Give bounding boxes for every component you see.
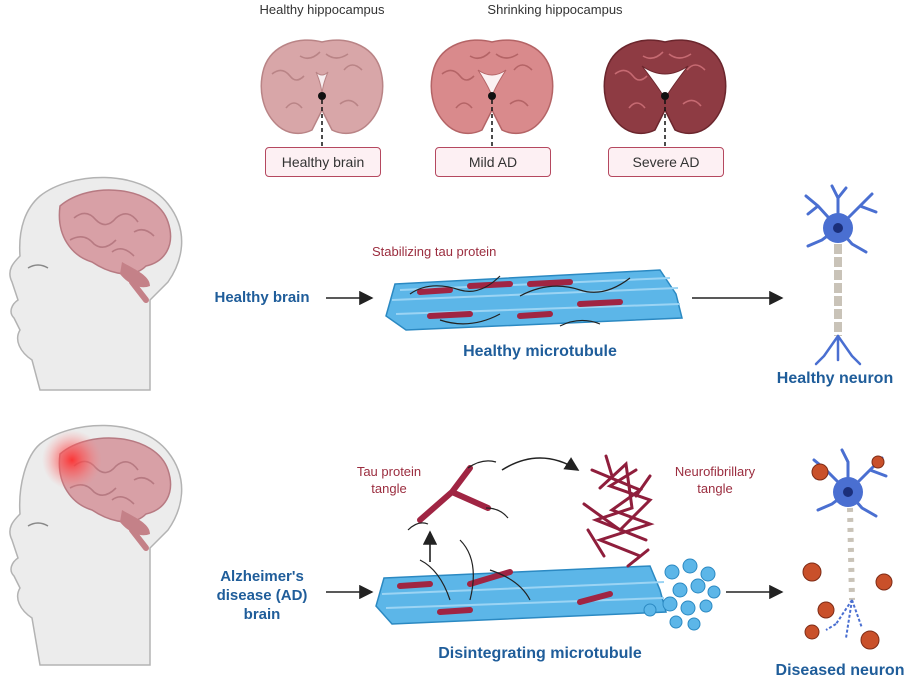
free-tubulin-dimers — [643, 558, 721, 631]
stage-box-mild-ad: Mild AD — [435, 147, 551, 177]
tau-tangle-label: Tau protein tangle — [344, 463, 434, 497]
tau-tangle-label-line-2: tangle — [371, 481, 407, 496]
nft-label: Neurofibrillary tangle — [660, 463, 770, 497]
ad-brain-label-line-3: brain — [243, 606, 281, 623]
disintegrating-microtubule — [375, 539, 667, 625]
healthy-microtubule — [385, 269, 683, 331]
diseased-neuron-label: Diseased neuron — [775, 662, 905, 679]
stage-connectors — [321, 100, 666, 146]
ad-brain-label-line-1: Alzheimer's — [220, 568, 304, 585]
ad-brain-label-line-2: disease (AD) — [216, 587, 308, 604]
nft-label-line-1: Neurofibrillary — [674, 464, 756, 479]
disintegrating-microtubule-label: Disintegrating microtubule — [438, 645, 642, 662]
brain-section-severe-ad — [603, 39, 727, 135]
amyloid-plaques — [802, 455, 893, 650]
brain-section-healthy — [260, 39, 384, 135]
head-profile-ad — [9, 424, 183, 666]
flow-arrows — [326, 290, 784, 600]
nft-label-line-2: tangle — [697, 481, 733, 496]
header-shrinking-hippocampus: Shrinking hippocampus — [487, 2, 623, 17]
neurofibrillary-tangle — [582, 454, 655, 568]
healthy-neuron — [804, 184, 878, 366]
healthy-brain-label: Healthy brain — [214, 289, 310, 306]
stage-box-severe-ad: Severe AD — [608, 147, 724, 177]
header-healthy-hippocampus: Healthy hippocampus — [259, 2, 385, 17]
head-profile-healthy — [9, 176, 183, 391]
brain-section-mild-ad — [430, 39, 554, 135]
tau-protein-tangle — [407, 460, 509, 531]
stabilizing-tau-label: Stabilizing tau protein — [372, 244, 497, 259]
tau-tangle-label-line-1: Tau protein — [356, 464, 422, 479]
healthy-neuron-label: Healthy neuron — [776, 370, 894, 387]
ad-brain-label: Alzheimer's disease (AD) brain — [200, 567, 324, 624]
stage-box-healthy-brain: Healthy brain — [265, 147, 381, 177]
healthy-microtubule-label: Healthy microtubule — [463, 343, 617, 360]
